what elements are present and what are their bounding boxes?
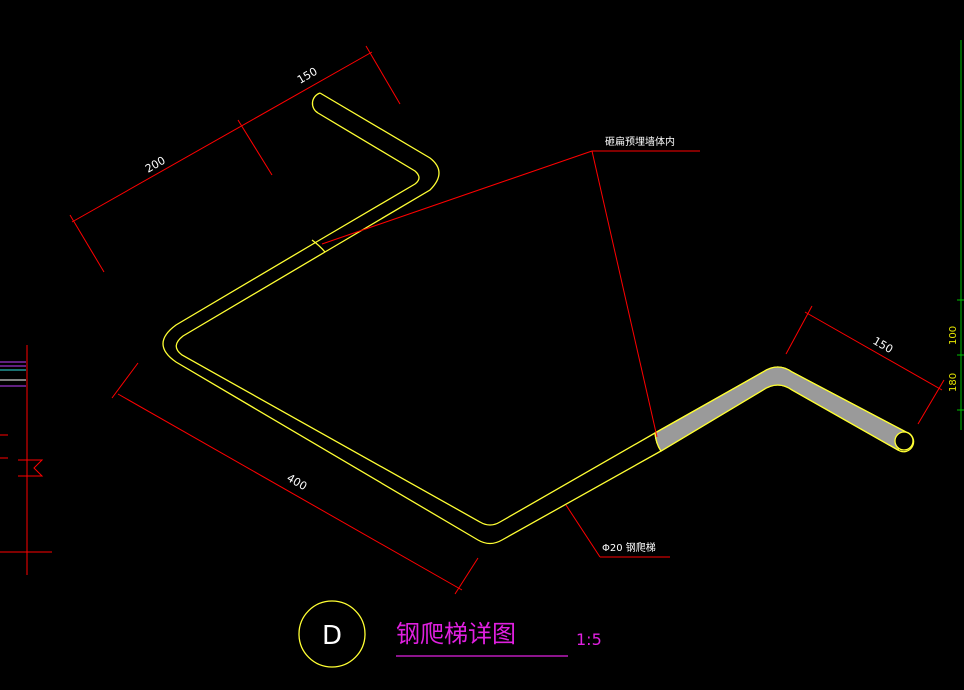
flattened-end (654, 366, 907, 452)
dim-text-right: 150 (871, 334, 896, 356)
dim-ext-b (237, 119, 273, 176)
bar-note: Φ20 钢爬梯 (602, 541, 656, 554)
detail-marker-circle (298, 600, 366, 668)
dim-text-edge-upper: 100 (948, 326, 959, 345)
bar-end-cap (894, 431, 914, 451)
ladder-bar (162, 92, 915, 545)
embed-note: 砸扁预埋墙体内 (605, 135, 675, 148)
dim-ext-a (69, 214, 105, 273)
dim-ext-d (111, 362, 139, 399)
dim-ext-f (785, 305, 813, 355)
dim-ext-e (454, 557, 479, 595)
leader-to-bar-right (591, 150, 658, 438)
detail-scale: 1:5 (576, 630, 602, 649)
bar-outline (162, 92, 915, 545)
dim-line-bottom (117, 393, 463, 591)
dim-line-right (804, 311, 943, 391)
dim-text-top-mid: 200 (143, 154, 168, 176)
left-section-marks (0, 361, 26, 387)
leader-bar-diag (565, 504, 601, 558)
left-break-symbol (18, 459, 44, 477)
dim-text-edge-lower: 180 (948, 373, 959, 392)
detail-title: 钢爬梯详图 (396, 620, 516, 648)
dim-text-bottom: 400 (285, 471, 310, 493)
bar-start-cap (311, 92, 321, 114)
dim-line-top (71, 51, 373, 223)
dim-ext-c (365, 45, 401, 105)
detail-marker-letter: D (322, 621, 342, 651)
leader-to-bar-left (321, 150, 593, 245)
dimension-lines (0, 45, 945, 595)
dim-ext-g (917, 379, 945, 425)
bar-break-left (311, 239, 326, 253)
right-edge-marks (957, 40, 964, 430)
